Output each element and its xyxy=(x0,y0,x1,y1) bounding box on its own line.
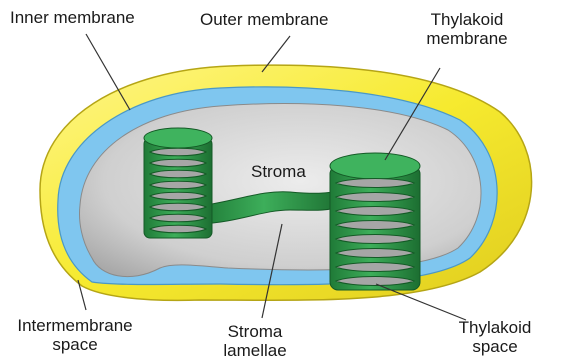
label-stroma: Stroma xyxy=(251,162,306,181)
granum-left xyxy=(144,128,212,238)
label-thylakoid-membrane: Thylakoid membrane xyxy=(412,10,522,48)
label-stroma-lamellae-line1: Stroma xyxy=(200,322,310,341)
label-thylakoid-membrane-line1: Thylakoid xyxy=(412,10,522,29)
label-intermembrane-space: Intermembrane space xyxy=(0,316,150,354)
label-inner-membrane: Inner membrane xyxy=(10,8,135,27)
label-stroma-lamellae-line2: lamellae xyxy=(200,341,310,360)
label-thylakoid-space: Thylakoid space xyxy=(440,318,550,356)
label-outer-membrane: Outer membrane xyxy=(200,10,329,29)
label-intermembrane-space-line2: space xyxy=(0,335,150,354)
label-thylakoid-space-line2: space xyxy=(440,337,550,356)
label-intermembrane-space-line1: Intermembrane xyxy=(0,316,150,335)
label-thylakoid-membrane-line2: membrane xyxy=(412,29,522,48)
label-stroma-lamellae: Stroma lamellae xyxy=(200,322,310,360)
granum-right xyxy=(330,153,420,290)
label-thylakoid-space-line1: Thylakoid xyxy=(440,318,550,337)
stroma-region xyxy=(80,104,481,277)
